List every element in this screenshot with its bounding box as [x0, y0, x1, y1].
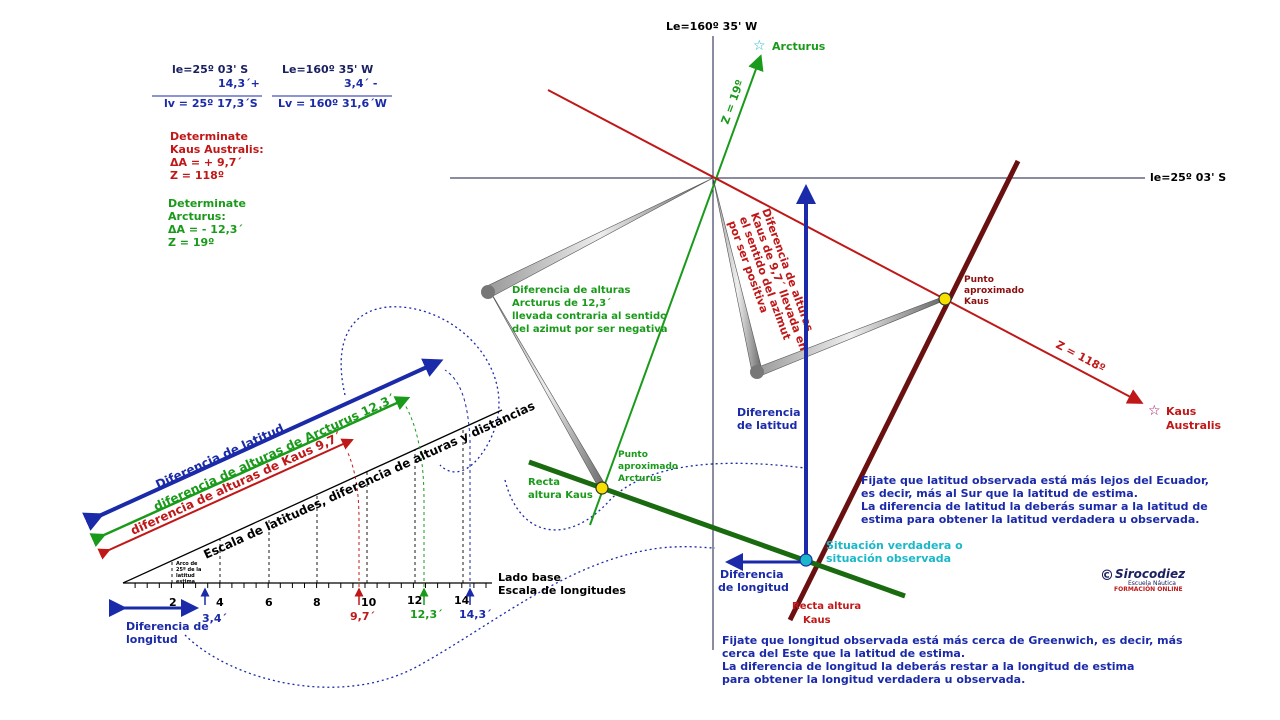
value-3-4: 3,4´ — [202, 612, 227, 625]
arco-note: Arco de 25º de la latitud estima — [176, 561, 203, 585]
arrow-arcturus-label: diferencia de alturas de Arcturus 12,3´ — [151, 392, 397, 514]
z118-label: Z = 118º — [1054, 338, 1108, 375]
sirocodiez-logo: © Sirocodiez Escuela Náutica FORMACIÓN O… — [1100, 567, 1186, 593]
parallel-label: le=25º 03' S — [1150, 171, 1226, 184]
pointer-knob-left — [481, 285, 495, 299]
dotted-connector-lat — [340, 306, 500, 473]
kaus-determinate: Determinate Kaus Australis: ΔA = + 9,7´ … — [170, 130, 267, 182]
meridian-label: Le=160º 35' W — [666, 20, 757, 33]
tick-4: 4 — [216, 596, 224, 609]
value-9-7: 9,7´ — [350, 610, 375, 623]
value-12-3: 12,3´ — [410, 608, 443, 621]
z19-label: Z = 19º — [719, 78, 747, 126]
Le-value: Le=160º 35' W — [282, 63, 373, 76]
logo-brand: Sirocodiez — [1115, 567, 1186, 581]
recta-altura-kaus-left-label: Recta altura Kaus — [528, 477, 593, 501]
punto-kaus-marker — [938, 292, 952, 306]
kaus-star-icon: ☆ — [1148, 403, 1161, 419]
situacion-marker — [799, 553, 813, 567]
dlat-value: 14,3´+ — [218, 77, 260, 90]
v-latitud — [444, 369, 471, 593]
punto-kaus-label: Punto aproximado Kaus — [964, 275, 1027, 307]
azimuth-kaus — [547, 89, 1144, 404]
note-latitud: Fijate que latitud observada está más le… — [861, 474, 1213, 526]
recta-altura-kaus-line — [787, 159, 1021, 622]
scale-diagram: 2 4 6 8 10 12 14 3,4´ 9,7´ 12,3´ 14,3´ L… — [82, 358, 626, 646]
tick-14: 14 — [454, 594, 470, 607]
arrow-dif-alturas-kaus — [97, 438, 354, 560]
copyright-mark: © — [1100, 568, 1114, 584]
pointer-knob-right — [750, 365, 764, 379]
punto-arcturus-marker — [595, 481, 609, 495]
tick-8: 8 — [313, 596, 321, 609]
Lv-value: Lv = 160º 31,6´W — [278, 97, 387, 110]
tick-10: 10 — [361, 596, 377, 609]
dif-longitud-left-label: Diferencia de longitud — [126, 620, 213, 646]
dif-latitud-right-label: Diferencia de latitud — [737, 406, 804, 432]
arcturus-determinate: Determinate Arcturus: ΔA = - 12,3´ Z = 1… — [168, 197, 250, 249]
logo-sub2: FORMACIÓN ONLINE — [1114, 586, 1183, 593]
arcturus-label: Arcturus — [772, 40, 826, 53]
recta-altura-kaus-bottom-label: Recta altura Kaus — [792, 601, 865, 626]
arcturus-star-icon: ☆ — [753, 38, 766, 54]
situacion-label: Situación verdadera o situación observad… — [826, 539, 966, 565]
punto-arcturus-label: Punto aproximado Arcturus — [618, 450, 681, 484]
lv-value: lv = 25º 17,3´S — [164, 97, 258, 110]
v-arcturus — [404, 404, 425, 593]
value-14-3: 14,3´ — [459, 608, 492, 621]
dotted-connector-lat-right — [504, 462, 806, 531]
calculation-block: le=25º 03' S 14,3´+ lv = 25º 17,3´S Le=1… — [152, 63, 392, 249]
tick-6: 6 — [265, 596, 273, 609]
dif-alturas-arcturus-text: Diferencia de alturas Arcturus de 12,3´ … — [512, 285, 671, 335]
dotted-connector-lon — [184, 546, 716, 688]
kaus-australis-label: Kaus Australis — [1166, 405, 1222, 432]
v-kaus — [347, 452, 360, 593]
base-label: Lado base Escala de longitudes — [498, 571, 626, 597]
logo-sub1: Escuela Náutica — [1128, 580, 1176, 587]
tick-12: 12 — [407, 594, 422, 607]
base-ticks — [134, 583, 487, 588]
le-value: le=25º 03' S — [172, 63, 248, 76]
dif-longitud-right-label: Diferencia de longitud — [718, 568, 789, 594]
azimuth-arcturus — [589, 54, 764, 526]
recta-altura-arcturus-line — [528, 459, 906, 599]
note-longitud: Fijate que longitud observada está más c… — [722, 634, 1186, 686]
dlon-value: 3,4´ - — [344, 77, 377, 90]
